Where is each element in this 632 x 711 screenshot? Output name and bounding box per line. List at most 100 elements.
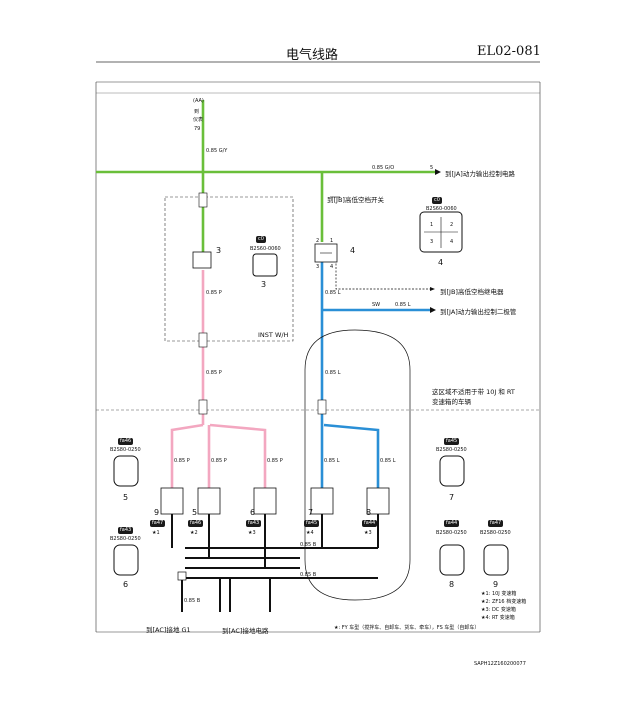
switch-tag-7: fa45 <box>304 520 320 527</box>
conn-9-part: B2S80-0250 <box>480 530 511 536</box>
switch-tag-5: fa46 <box>188 520 204 527</box>
conn-3-number: 3 <box>261 280 267 289</box>
label-ja-power-diode: 到[JA]动力输出控制二极管 <box>440 308 517 316</box>
switch-star-9: ★1 <box>152 530 160 536</box>
region-note-line-2: 变速箱的车辆 <box>432 398 471 406</box>
footer-ground-circuit: 到[AC]接地电路 <box>222 627 269 635</box>
conn-3-part: B2S60-0060 <box>250 246 281 252</box>
conn-8-code: fa44 <box>444 520 460 527</box>
inst-box <box>164 196 294 342</box>
inst-box-label: INST W/H <box>258 331 289 339</box>
wire-label-branch-l1: 0.85 L <box>324 458 340 464</box>
wire-label-blue-right: 0.85 L <box>395 302 411 308</box>
connector-icons <box>113 211 509 576</box>
connector-pin-grid <box>424 217 458 248</box>
conn-7-part: B2S80-0250 <box>436 447 467 453</box>
switch-number-8: 8 <box>366 508 372 517</box>
conn-6-number: 6 <box>123 580 129 589</box>
conn-5-code: fa46 <box>118 438 134 445</box>
wire-label-branch-p2: 0.85 P <box>211 458 227 464</box>
wire-label-branch-l2: 0.85 L <box>380 458 396 464</box>
switch-tag-9: fa47 <box>150 520 166 527</box>
relay-pin-3: 3 <box>316 264 320 270</box>
arrow-relay <box>430 287 435 291</box>
conn-4-pin-1: 1 <box>430 222 434 228</box>
legend-3: ★3: DC 变速箱 <box>481 607 516 613</box>
top-left-label-1: (AA) <box>193 98 204 104</box>
region-note-line-1: 这区域不适用于带 10J 和 RT <box>432 388 515 396</box>
top-left-label-4: 79 <box>194 126 201 132</box>
conn-5-number: 5 <box>123 493 129 502</box>
wire-label-branch-p3: 0.85 P <box>267 458 283 464</box>
wire-label-pink-upper: 0.85 P <box>206 290 222 296</box>
legend-1: ★1: 10J 变速箱 <box>481 591 517 597</box>
wire-label-branch-p1: 0.85 P <box>174 458 190 464</box>
wire-label-gnd-left: 0.85 B <box>184 598 201 604</box>
top-left-label-2: 到 <box>194 109 200 115</box>
switch-number-6: 6 <box>250 508 256 517</box>
conn-7-number: 7 <box>449 493 455 502</box>
inline-conn-c <box>198 399 208 415</box>
switch-star-6: ★3 <box>248 530 256 536</box>
relay-pin-1: 1 <box>330 238 334 244</box>
conn-6-part: B2S80-0250 <box>110 536 141 542</box>
arrow-ja <box>435 169 441 175</box>
conn-4-pin-3: 3 <box>430 239 434 245</box>
footer-note: ★: FY 车型（搅拌车、自卸车、货车、牵车），FS 车型（自卸车） <box>334 625 480 631</box>
switch-blocks <box>160 487 390 515</box>
legend-4: ★4: RT 变速箱 <box>481 615 515 621</box>
inline-conn-d <box>317 399 327 415</box>
relay-4-number: 4 <box>350 246 356 255</box>
footer-ground-g1: 到[AC]接地 G1 <box>146 626 191 634</box>
top-left-label-3: 仪表 <box>193 117 204 123</box>
switch-tag-8: fa44 <box>362 520 378 527</box>
conn-4-number: 4 <box>438 258 444 267</box>
wire-label-pink-lower: 0.85 P <box>206 370 222 376</box>
ground-wires <box>171 514 379 612</box>
wire-label-blue-vert: 0.85 L <box>325 290 341 296</box>
ground-splice <box>177 571 187 581</box>
conn-4-code: c0 <box>432 197 442 204</box>
relay-pin-4: 4 <box>330 264 334 270</box>
inline-conn-b <box>198 332 208 348</box>
label-ja-power-output: 到[JA]动力输出控制电路 <box>445 170 515 178</box>
inline-conn-a <box>198 192 208 208</box>
conn-3-symbol <box>192 251 212 269</box>
pink-branch-1 <box>170 423 204 488</box>
switch-number-7: 7 <box>308 508 314 517</box>
region-outline <box>304 329 411 601</box>
wire-label-blue-lower: 0.85 L <box>325 370 341 376</box>
conn-8-part: B2S80-0250 <box>436 530 467 536</box>
pink-branch-3 <box>209 423 267 488</box>
switch-star-5: ★2 <box>190 530 198 536</box>
legend-2: ★2: ZF16 档变速箱 <box>481 599 527 605</box>
page-title: 电气线路 <box>286 48 339 63</box>
switch-number-9: 9 <box>154 508 160 517</box>
relay-dashed <box>335 260 430 290</box>
conn-9-code: fa47 <box>488 520 504 527</box>
wire-label-top-left: 0.85 G/Y <box>206 148 228 154</box>
label-jb-hilow-switch: 到[JB]高低空档开关 <box>327 196 384 204</box>
sw-pin-5: 5 <box>430 165 434 171</box>
conn-4-part: B2S60-0060 <box>426 206 457 212</box>
page-code: EL02-081 <box>477 44 541 59</box>
conn-3-number-inline: 3 <box>216 246 222 255</box>
conn-4-pin-2: 2 <box>450 222 454 228</box>
conn-3-code: c0 <box>256 236 266 243</box>
switch-star-7: ★4 <box>306 530 314 536</box>
wire-label-ground-b2: 0.85 B <box>300 572 317 578</box>
conn-7-code: fa45 <box>444 438 460 445</box>
switch-star-8: ★3 <box>364 530 372 536</box>
wire-label-sw: SW <box>372 302 381 308</box>
footer-code: SAPH12Z160200077 <box>474 661 526 667</box>
conn-4-pin-4: 4 <box>450 239 454 245</box>
conn-6-code: fa43 <box>118 527 134 534</box>
arrow-diode <box>430 307 436 313</box>
blue-branch-2 <box>323 423 380 488</box>
conn-5-part: B2S80-0250 <box>110 447 141 453</box>
switch-tag-6: fa43 <box>246 520 262 527</box>
relay-pin-2: 2 <box>316 238 320 244</box>
conn-8-number: 8 <box>449 580 455 589</box>
wire-label-top-right: 0.85 G/O <box>372 165 395 171</box>
